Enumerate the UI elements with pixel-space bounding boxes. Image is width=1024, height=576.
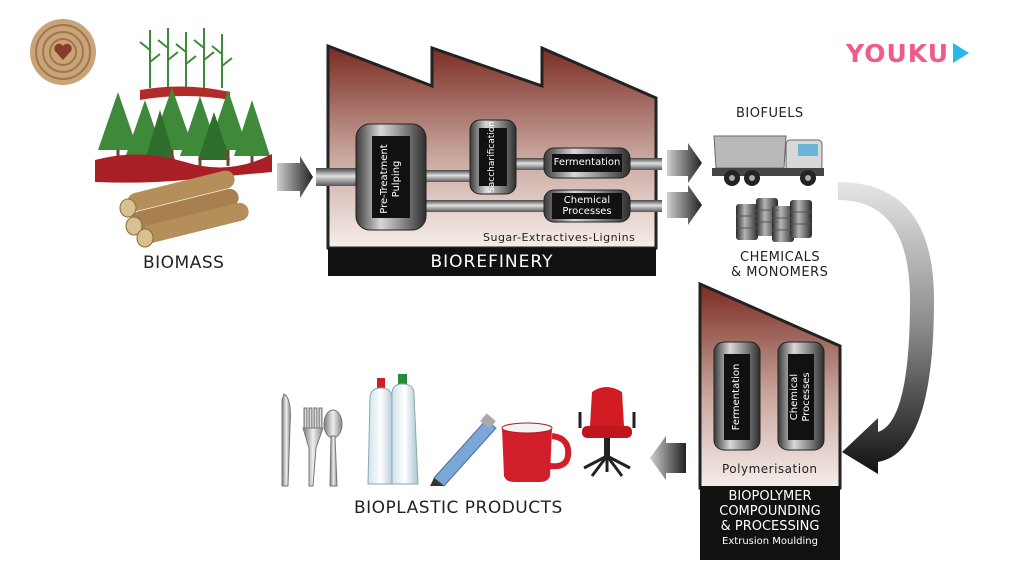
- biopolymer-title-line2: COMPOUNDING: [719, 504, 821, 519]
- fermentation-label-biopolymer: Fermentation: [731, 363, 742, 431]
- biorefinery-factory: [316, 43, 662, 250]
- chemical-processes-label-refinery: Chemical Processes: [562, 195, 612, 217]
- biofuels-label: BIOFUELS: [736, 106, 804, 121]
- biomass-label: BIOMASS: [143, 253, 225, 273]
- chair-icon: [578, 387, 636, 477]
- youku-watermark: YOUKU: [846, 38, 969, 68]
- pen-icon: [430, 413, 497, 487]
- saccharification-label: Saccharification: [487, 121, 497, 193]
- biorefinery-title: BIOREFINERY: [430, 252, 554, 272]
- chemicals-label-line1: CHEMICALS: [740, 250, 821, 265]
- youku-brand-text: YOUKU: [846, 38, 949, 68]
- fermentation-label-refinery: Fermentation: [553, 157, 621, 168]
- biomass-illustration: [95, 28, 272, 248]
- products-illustration: [281, 374, 636, 487]
- arrow-to-products: [650, 436, 686, 480]
- pretreatment-pulping-label: Pre-Treatment Pulping: [379, 144, 402, 214]
- arrow-to-biofuels: [667, 143, 702, 183]
- biopolymer-title-bar: BIOPOLYMER COMPOUNDING & PROCESSING Extr…: [700, 486, 840, 560]
- wood-ring-logo-icon: [30, 19, 96, 85]
- bioplastic-products-label: BIOPLASTIC PRODUCTS: [354, 498, 563, 518]
- biorefinery-title-bar: BIOREFINERY: [328, 248, 656, 276]
- barrels-icon: [736, 198, 812, 242]
- youku-play-icon: [953, 43, 969, 63]
- biopolymer-factory: [698, 281, 842, 490]
- biopolymer-subtitle: Extrusion Moulding: [722, 536, 818, 547]
- curved-arrow-to-biopolymer: [838, 182, 934, 474]
- chemicals-label-line2: & MONOMERS: [731, 265, 829, 280]
- arrow-to-chemicals: [667, 185, 702, 225]
- truck-icon: [712, 135, 824, 186]
- biopolymer-title-line3: & PROCESSING: [720, 519, 820, 534]
- chemical-processes-label-biopolymer: Chemical Processes: [789, 372, 812, 422]
- arrow-into-biorefinery: [277, 156, 313, 198]
- biopolymer-title-line1: BIOPOLYMER: [728, 489, 812, 504]
- polymerisation-label: Polymerisation: [722, 462, 818, 476]
- refinery-caption: Sugar-Extractives-Lignins: [483, 231, 636, 244]
- mug-icon: [501, 422, 572, 482]
